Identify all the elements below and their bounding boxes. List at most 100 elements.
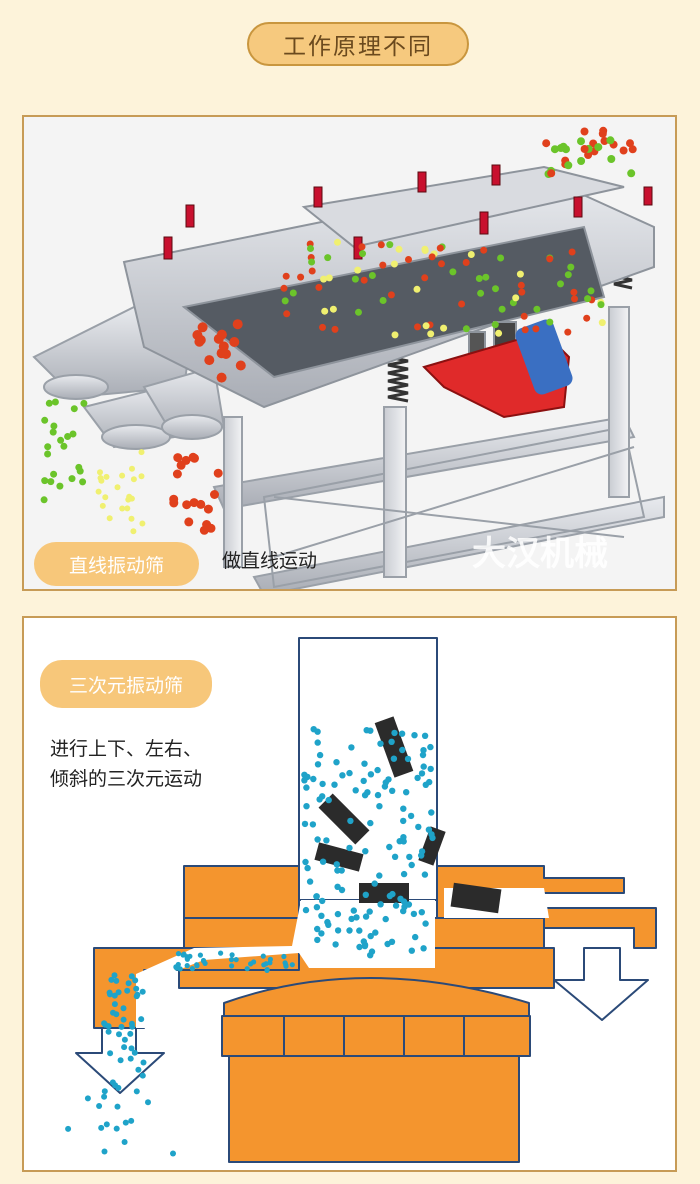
particle bbox=[428, 831, 435, 838]
particle bbox=[44, 443, 52, 451]
particle bbox=[368, 272, 376, 279]
particle bbox=[127, 1030, 134, 1037]
particle bbox=[127, 1055, 134, 1062]
particle bbox=[316, 751, 324, 759]
particle bbox=[260, 953, 266, 959]
particle bbox=[106, 515, 113, 522]
particle bbox=[347, 817, 354, 825]
particle bbox=[103, 473, 110, 480]
particle bbox=[228, 957, 235, 963]
particle bbox=[314, 739, 321, 746]
particle bbox=[350, 907, 357, 914]
particle bbox=[310, 775, 317, 783]
particle bbox=[313, 904, 321, 911]
particle bbox=[362, 913, 370, 920]
particle bbox=[379, 297, 387, 304]
particle bbox=[196, 499, 206, 509]
particle bbox=[567, 263, 575, 271]
particle bbox=[244, 966, 250, 972]
particle bbox=[133, 1088, 140, 1095]
particle bbox=[320, 275, 328, 283]
particle bbox=[400, 834, 407, 841]
particle bbox=[121, 1036, 128, 1043]
particle bbox=[356, 927, 363, 934]
particle bbox=[203, 504, 213, 514]
particle bbox=[391, 729, 398, 737]
particle bbox=[56, 482, 64, 490]
right-discharge-chute bbox=[543, 907, 657, 949]
particle bbox=[333, 759, 340, 766]
section-title: 工作原理不同 bbox=[247, 22, 469, 66]
particle bbox=[339, 772, 346, 779]
particle bbox=[411, 732, 418, 739]
particle bbox=[400, 805, 407, 812]
particle bbox=[360, 276, 368, 284]
particle bbox=[384, 940, 391, 948]
particle bbox=[391, 853, 399, 860]
particle bbox=[303, 784, 310, 791]
particle bbox=[130, 476, 137, 483]
particle bbox=[79, 478, 87, 486]
particle bbox=[398, 730, 406, 737]
linear-screen-panel: 大汉机械 直线振动筛 做直线运动 bbox=[22, 115, 677, 591]
particle bbox=[131, 1049, 138, 1056]
particle bbox=[354, 266, 362, 274]
particle bbox=[321, 307, 329, 315]
particle bbox=[313, 893, 320, 900]
particle bbox=[440, 324, 448, 332]
particle bbox=[139, 520, 146, 527]
particle bbox=[421, 245, 429, 253]
particle bbox=[533, 305, 541, 313]
particle bbox=[397, 895, 404, 902]
particle bbox=[427, 743, 434, 751]
particle bbox=[542, 139, 551, 148]
particle bbox=[139, 988, 146, 995]
particle bbox=[413, 285, 421, 293]
particle bbox=[401, 903, 408, 910]
particle bbox=[229, 952, 235, 958]
particle bbox=[129, 465, 135, 472]
particle bbox=[412, 933, 419, 941]
particle bbox=[355, 308, 362, 316]
particle bbox=[559, 142, 568, 151]
particle bbox=[379, 261, 387, 269]
particle bbox=[69, 430, 77, 438]
particle bbox=[518, 288, 526, 296]
particle bbox=[607, 155, 616, 163]
particle bbox=[564, 328, 572, 336]
particle bbox=[213, 468, 223, 478]
particle bbox=[626, 139, 634, 148]
particle bbox=[318, 930, 325, 937]
particle bbox=[360, 777, 367, 785]
particle bbox=[418, 848, 426, 855]
particle bbox=[118, 1023, 125, 1030]
particle bbox=[546, 318, 554, 326]
particle bbox=[331, 781, 338, 788]
particle bbox=[353, 914, 360, 921]
particle bbox=[49, 428, 57, 436]
particle bbox=[338, 886, 346, 894]
particle bbox=[628, 145, 637, 154]
particle bbox=[532, 325, 540, 333]
particle bbox=[323, 837, 330, 844]
particle bbox=[102, 494, 109, 501]
particle bbox=[415, 823, 422, 831]
particle bbox=[281, 953, 287, 960]
particle bbox=[597, 301, 605, 309]
particle bbox=[44, 450, 52, 458]
particle bbox=[407, 812, 415, 820]
particle bbox=[84, 1095, 91, 1102]
particle bbox=[117, 1057, 124, 1064]
particle bbox=[422, 920, 429, 927]
particle bbox=[216, 329, 227, 340]
particle bbox=[491, 321, 499, 329]
particle bbox=[406, 853, 413, 861]
particle bbox=[40, 496, 48, 504]
particle bbox=[404, 755, 412, 763]
particle bbox=[101, 1093, 108, 1100]
particle bbox=[128, 1020, 135, 1027]
particle bbox=[421, 871, 429, 878]
particle bbox=[359, 250, 366, 258]
particle bbox=[60, 442, 68, 450]
particle bbox=[204, 355, 215, 366]
